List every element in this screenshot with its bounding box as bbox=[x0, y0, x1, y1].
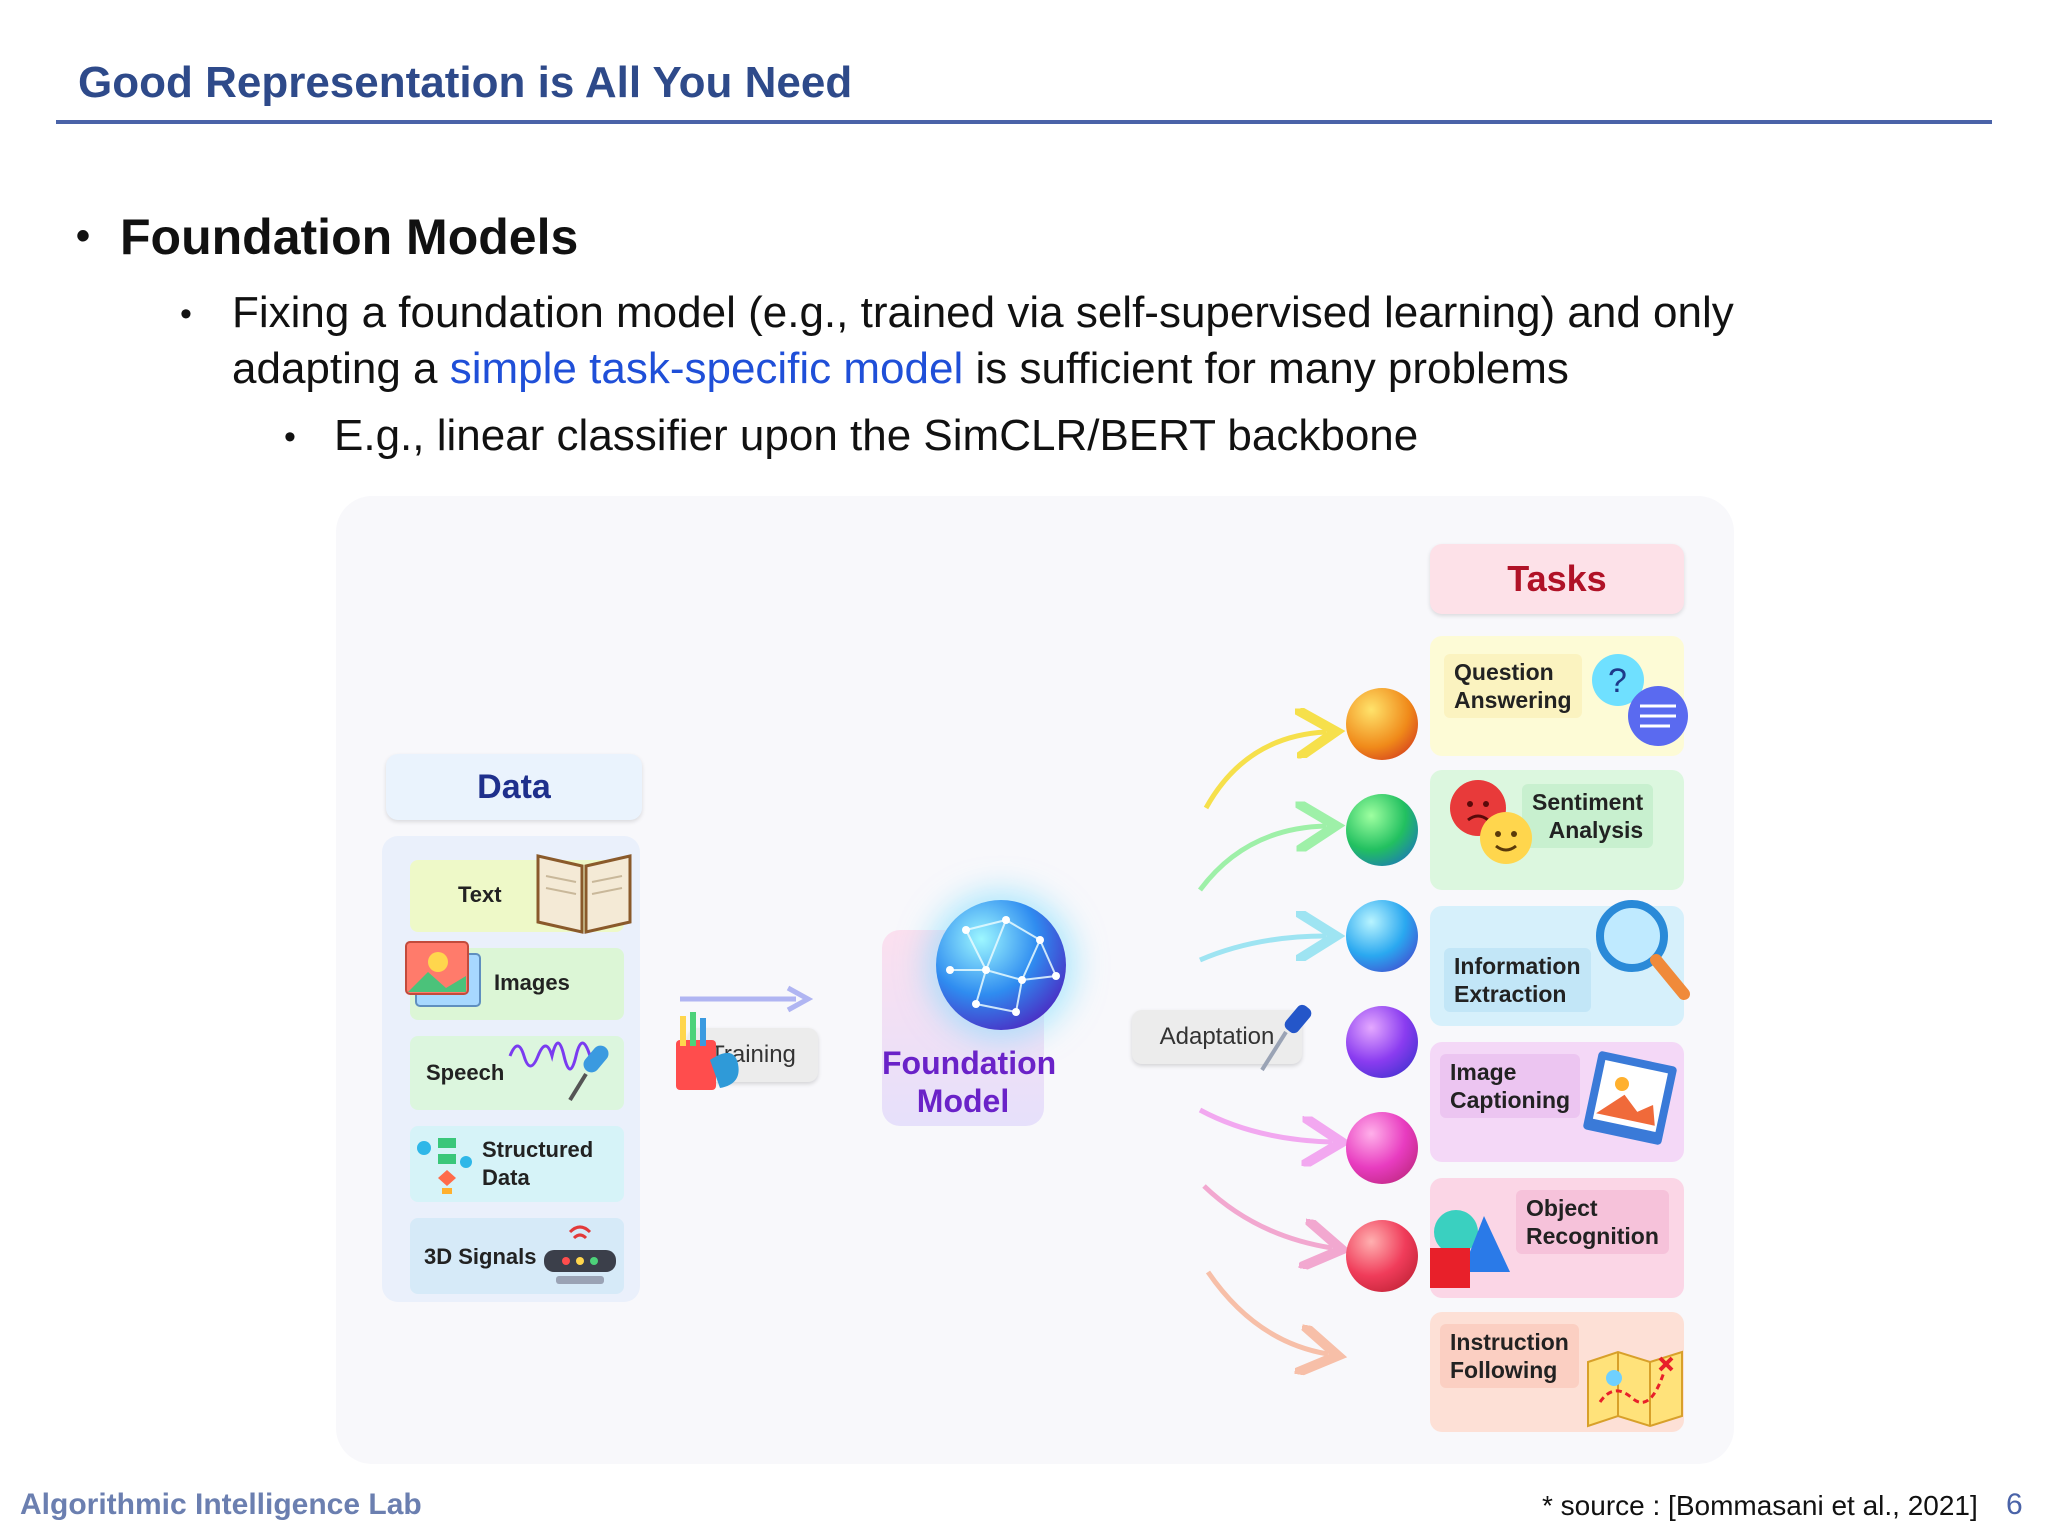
adaptation-label: Adaptation bbox=[1159, 1023, 1275, 1050]
adaptation-arrows bbox=[1197, 666, 1396, 1426]
svg-text:?: ? bbox=[1608, 662, 1627, 700]
bullet-dot: • bbox=[76, 214, 91, 258]
art-supplies-icon bbox=[676, 1012, 739, 1090]
task-ball-qa bbox=[1346, 688, 1418, 760]
task-ball-captioning bbox=[1346, 1006, 1418, 1078]
data-item-structured-label: Structured Data bbox=[482, 1136, 593, 1192]
task-ball-extraction bbox=[1346, 900, 1418, 972]
bullet-fixing-text: Fixing a foundation model (e.g., trained… bbox=[232, 285, 1734, 397]
task-ball-recognition bbox=[1346, 1112, 1418, 1184]
data-item-3d-signals-label: 3D Signals bbox=[424, 1244, 537, 1269]
treasure-map-icon bbox=[1587, 1350, 1683, 1428]
foundation-line2: Model bbox=[916, 1083, 1010, 1119]
task-qa-label: Question Answering bbox=[1444, 654, 1582, 718]
foundation-model-figure: Data Text Images Speech Structured Data bbox=[336, 496, 1734, 1464]
footer-source: * source : [Bommasani et al., 2021] bbox=[1542, 1490, 1978, 1521]
bullet-dot: • bbox=[284, 418, 296, 456]
flowchart-icon bbox=[417, 1138, 472, 1194]
chat-question-icon: ? bbox=[1592, 654, 1688, 746]
structured-line1: Structured bbox=[482, 1137, 594, 1162]
task-qa-line2: Answering bbox=[1454, 687, 1572, 713]
task-instruction-line1: Instruction bbox=[1450, 1329, 1569, 1355]
data-header: Data bbox=[386, 754, 642, 820]
task-sentiment-line1: Sentiment bbox=[1532, 789, 1644, 815]
magnifier-icon bbox=[1596, 900, 1690, 1000]
shapes-icon bbox=[1430, 1210, 1510, 1288]
bullet-fixing-line2-c: is sufficient for many problems bbox=[963, 344, 1569, 393]
task-recognition-label: Object Recognition bbox=[1516, 1190, 1669, 1254]
task-captioning-line2: Captioning bbox=[1450, 1087, 1571, 1113]
foundation-line1: Foundation bbox=[882, 1045, 1057, 1081]
bullet-dot: • bbox=[180, 295, 192, 333]
picture-frame-icon bbox=[1583, 1051, 1677, 1145]
data-item-text-label: Text bbox=[458, 882, 502, 907]
globe-network-icon bbox=[936, 900, 1066, 1030]
book-icon bbox=[536, 854, 632, 934]
bullet-fixing-line2-a: adapting a bbox=[232, 344, 450, 393]
page-number: 6 bbox=[2006, 1488, 2023, 1521]
bullet-example: E.g., linear classifier upon the SimCLR/… bbox=[334, 411, 1419, 460]
globe-mesh bbox=[946, 916, 1060, 1016]
task-instruction-label: Instruction Following bbox=[1440, 1324, 1579, 1388]
task-specific-highlight: simple task-specific model bbox=[449, 344, 964, 393]
task-recognition-line1: Object bbox=[1526, 1195, 1598, 1221]
data-item-speech-label: Speech bbox=[426, 1060, 505, 1085]
task-recognition-line2: Recognition bbox=[1526, 1223, 1659, 1249]
task-captioning-label: Image Captioning bbox=[1440, 1054, 1581, 1118]
bullet-level-3: • E.g., linear classifier upon the SimCL… bbox=[284, 408, 1418, 464]
footer-lab-name: Algorithmic Intelligence Lab bbox=[20, 1488, 422, 1521]
foundation-model-label: Foundation Model bbox=[882, 1044, 1057, 1120]
emoji-faces-icon bbox=[1450, 780, 1532, 864]
task-sentiment-line2: Analysis bbox=[1548, 817, 1644, 843]
training-arrow bbox=[680, 985, 814, 1013]
task-extraction-label: Information Extraction bbox=[1444, 948, 1591, 1012]
task-extraction-line1: Information bbox=[1454, 953, 1581, 979]
bullet-fixing-line1: Fixing a foundation model (e.g., trained… bbox=[232, 288, 1734, 337]
microphone-wave-icon bbox=[508, 1041, 609, 1102]
task-ball-sentiment bbox=[1346, 794, 1418, 866]
task-ball-instruction bbox=[1346, 1220, 1418, 1292]
task-question-answering: Question Answering bbox=[1430, 636, 1684, 756]
task-qa-line1: Question bbox=[1454, 659, 1554, 685]
task-extraction-line2: Extraction bbox=[1454, 981, 1567, 1007]
tasks-header: Tasks bbox=[1430, 544, 1684, 614]
task-instruction-line2: Following bbox=[1450, 1357, 1558, 1383]
task-captioning-line1: Image bbox=[1450, 1059, 1517, 1085]
data-item-images-label: Images bbox=[494, 970, 570, 995]
structured-line2: Data bbox=[482, 1165, 530, 1190]
task-sentiment-label: Sentiment Analysis bbox=[1522, 784, 1654, 848]
bullet-level-2: • Fixing a foundation model (e.g., train… bbox=[180, 285, 1880, 397]
bullet-level-1: • Foundation Models bbox=[76, 208, 578, 266]
images-icon bbox=[405, 941, 481, 1007]
router-icon bbox=[544, 1225, 616, 1284]
screwdriver-icon bbox=[1260, 1004, 1312, 1072]
bullet-foundation-models: Foundation Models bbox=[120, 209, 579, 265]
title-rule bbox=[56, 120, 1992, 124]
slide-title: Good Representation is All You Need bbox=[78, 58, 853, 107]
bullet-fixing-line2: adapting a simple task-specific model is… bbox=[232, 341, 1734, 397]
